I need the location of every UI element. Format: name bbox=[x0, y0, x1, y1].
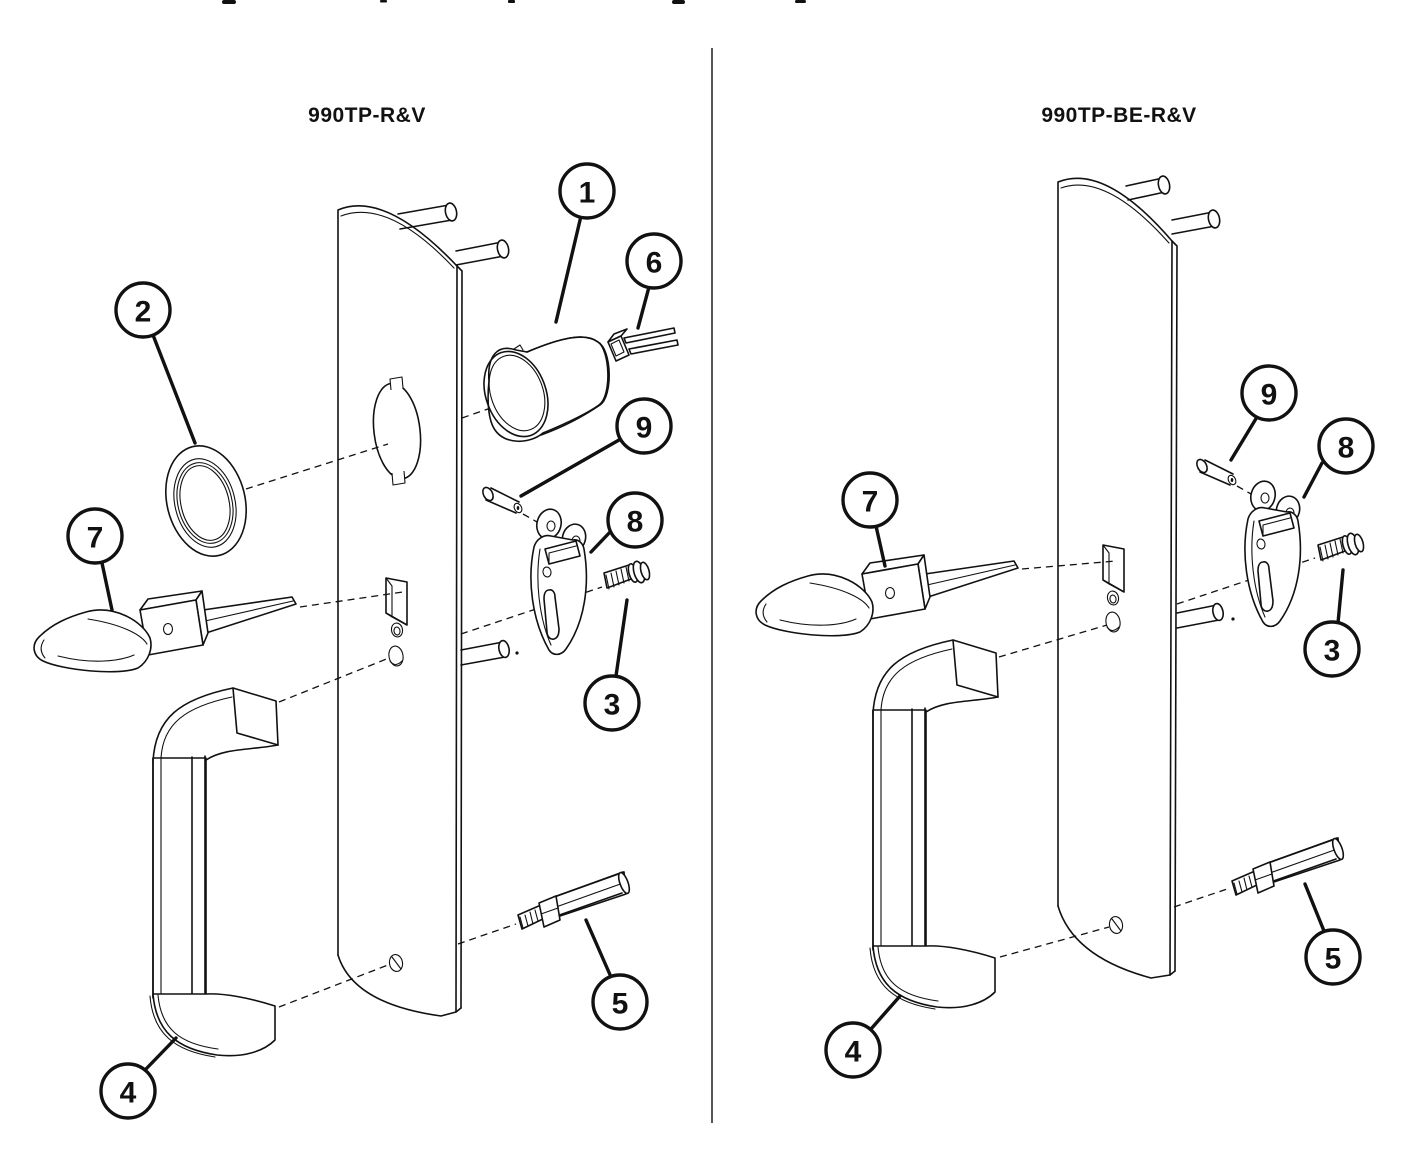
handle-stud-part bbox=[517, 870, 633, 930]
diagram-right-title: 990TP-BE-R&V bbox=[1041, 104, 1196, 127]
callout-3-left: 3 bbox=[583, 598, 641, 732]
svg-text:7: 7 bbox=[862, 486, 879, 519]
callout-7-left: 7 bbox=[66, 507, 124, 612]
thumbpiece-part bbox=[33, 590, 297, 673]
escutcheon-plate-right bbox=[1057, 175, 1225, 979]
callout-6: 6 bbox=[625, 232, 683, 330]
callout-9-right: 9 bbox=[1229, 364, 1298, 462]
diagram-left: 990TP-R&V bbox=[33, 104, 683, 1120]
svg-text:4: 4 bbox=[120, 1077, 137, 1110]
callout-1: 1 bbox=[554, 162, 616, 324]
callout-4-left: 4 bbox=[99, 1036, 178, 1120]
escutcheon-plate-left bbox=[337, 202, 511, 1017]
callout-3-right: 3 bbox=[1303, 568, 1361, 678]
pull-handle-part bbox=[149, 687, 279, 1058]
svg-text:9: 9 bbox=[1261, 379, 1278, 412]
retainer-clip-part bbox=[607, 327, 679, 362]
callout-8-right: 8 bbox=[1302, 417, 1375, 499]
svg-text:4: 4 bbox=[845, 1036, 862, 1069]
pull-handle-part bbox=[869, 639, 999, 1010]
svg-text:3: 3 bbox=[604, 689, 621, 722]
callout-5-left: 5 bbox=[584, 918, 649, 1031]
svg-text:5: 5 bbox=[1325, 943, 1342, 976]
diagram-right: 990TP-BE-R&V bbox=[755, 104, 1375, 1079]
handle-stud-part bbox=[1231, 836, 1347, 896]
svg-text:7: 7 bbox=[87, 522, 104, 555]
svg-text:9: 9 bbox=[636, 412, 653, 445]
thumbpiece-part bbox=[755, 554, 1019, 637]
trim-ring-part bbox=[165, 445, 247, 557]
callout-4-right: 4 bbox=[824, 994, 902, 1079]
diagram-left-title: 990TP-R&V bbox=[308, 104, 426, 127]
svg-text:1: 1 bbox=[579, 177, 596, 210]
callout-2: 2 bbox=[114, 281, 197, 445]
callout-7-right: 7 bbox=[841, 471, 899, 568]
svg-text:8: 8 bbox=[627, 506, 644, 539]
svg-text:2: 2 bbox=[135, 296, 152, 329]
cylinder-collar-part bbox=[483, 336, 610, 443]
callout-5-right: 5 bbox=[1303, 882, 1362, 986]
svg-text:5: 5 bbox=[612, 988, 629, 1021]
svg-text:6: 6 bbox=[646, 247, 663, 280]
svg-text:3: 3 bbox=[1324, 635, 1341, 668]
cropped-header-fragments bbox=[222, 0, 806, 4]
svg-text:8: 8 bbox=[1338, 432, 1355, 465]
callout-8-left: 8 bbox=[589, 491, 664, 554]
callout-9-left: 9 bbox=[519, 397, 673, 498]
